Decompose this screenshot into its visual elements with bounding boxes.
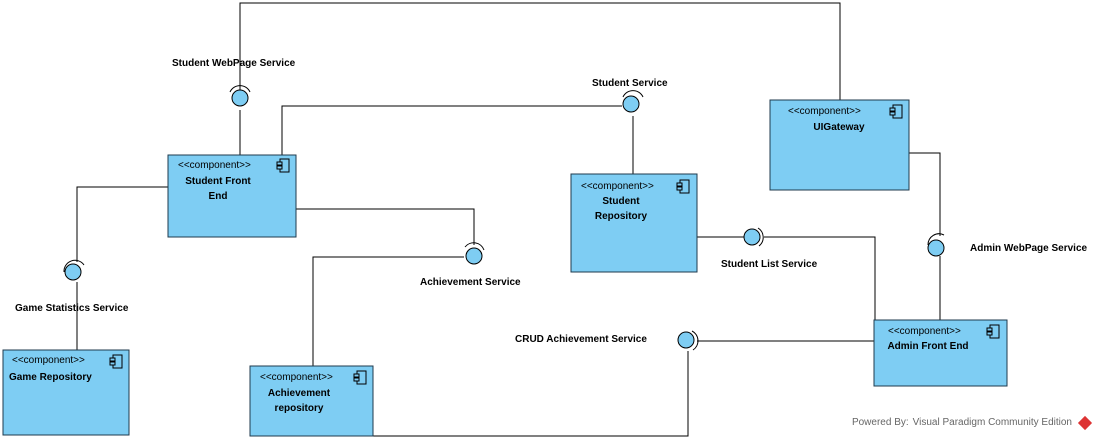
component-stereotype: <<component>>	[581, 181, 654, 192]
socket-icon	[229, 85, 251, 93]
visual-paradigm-logo-icon	[1077, 415, 1093, 430]
ball-icon	[465, 247, 483, 265]
connectors	[76, 2, 941, 437]
component-name: UIGateway	[813, 122, 865, 133]
interface-student-webpage-service: Student WebPage Service	[172, 58, 296, 107]
product-name[interactable]: Visual Paradigm Community Edition	[912, 417, 1072, 428]
ball-icon	[64, 263, 82, 281]
component-stereotype: <<component>>	[260, 372, 333, 383]
component-name-line-1: Student	[602, 196, 640, 207]
connector-achievement-repository-achievement	[312, 256, 464, 366]
component-stereotype: <<component>>	[788, 106, 861, 117]
component-name-line-2: Repository	[595, 211, 648, 222]
connector-student-front-end-achievement	[296, 208, 475, 245]
component-icon	[276, 158, 290, 173]
component-icon	[986, 324, 1000, 339]
component-icon	[353, 370, 367, 385]
ball-icon	[231, 89, 249, 107]
ball-icon	[927, 239, 945, 257]
interface-label: CRUD Achievement Service	[515, 334, 647, 345]
interface-label: Student WebPage Service	[172, 58, 296, 69]
powered-by-label: Powered By:	[851, 417, 909, 428]
interface-student-service: Student Service	[592, 78, 668, 113]
connector-uigateway-admin-webpage	[909, 152, 941, 236]
component-name-line-2: End	[209, 191, 228, 202]
interface-label: Admin WebPage Service	[970, 243, 1088, 254]
component-student-repository[interactable]: <<component>> Student Repository	[570, 173, 698, 273]
component-ui-gateway[interactable]: <<component>> UIGateway	[769, 99, 910, 191]
component-student-front-end[interactable]: <<component>> Student Front End	[167, 154, 297, 238]
socket-icon	[63, 259, 85, 273]
component-name-line-1: Achievement	[268, 388, 331, 399]
component-name: Game Repository	[9, 372, 92, 383]
interface-student-list-service: Student List Service	[721, 227, 818, 270]
component-name-line-2: repository	[275, 403, 324, 414]
interface-label: Student Service	[592, 78, 668, 89]
connector-admin-front-end-student-list	[764, 236, 876, 320]
component-stereotype: <<component>>	[12, 355, 85, 366]
ball-icon	[622, 95, 640, 113]
powered-by-footer: Powered By: Visual Paradigm Community Ed…	[851, 415, 1093, 430]
component-stereotype: <<component>>	[888, 326, 961, 337]
interface-label: Student List Service	[721, 259, 818, 270]
connector-uigateway-student-webpage	[239, 2, 841, 100]
socket-icon	[464, 242, 485, 251]
interface-admin-webpage-service: Admin WebPage Service	[927, 233, 1088, 257]
socket-icon	[927, 233, 945, 246]
component-admin-front-end[interactable]: <<component>> Admin Front End	[873, 319, 1008, 387]
component-name-line-1: Student Front	[185, 176, 251, 187]
interface-game-statistics-service: Game Statistics Service	[15, 259, 129, 314]
socket-icon	[691, 330, 699, 351]
ball-icon	[743, 228, 761, 246]
component-icon	[889, 104, 903, 119]
connector-student-front-end-student-service	[281, 105, 622, 155]
component-icon	[109, 354, 123, 369]
component-icon	[676, 179, 690, 194]
component-stereotype: <<component>>	[178, 160, 251, 171]
component-name: Admin Front End	[887, 341, 968, 352]
socket-icon	[622, 90, 644, 98]
connector-achievement-repository-crud	[373, 351, 689, 437]
interface-label: Game Statistics Service	[15, 303, 129, 314]
socket-icon	[757, 227, 764, 247]
connector-student-front-end-game-stats	[76, 186, 168, 262]
ball-icon	[677, 331, 695, 349]
interface-crud-achievement-service: CRUD Achievement Service	[515, 330, 699, 351]
interface-label: Achievement Service	[420, 277, 521, 288]
component-game-repository[interactable]: <<component>> Game Repository	[2, 349, 130, 436]
interface-achievement-service: Achievement Service	[420, 242, 521, 288]
component-achievement-repository[interactable]: <<component>> Achievement repository	[249, 365, 374, 437]
